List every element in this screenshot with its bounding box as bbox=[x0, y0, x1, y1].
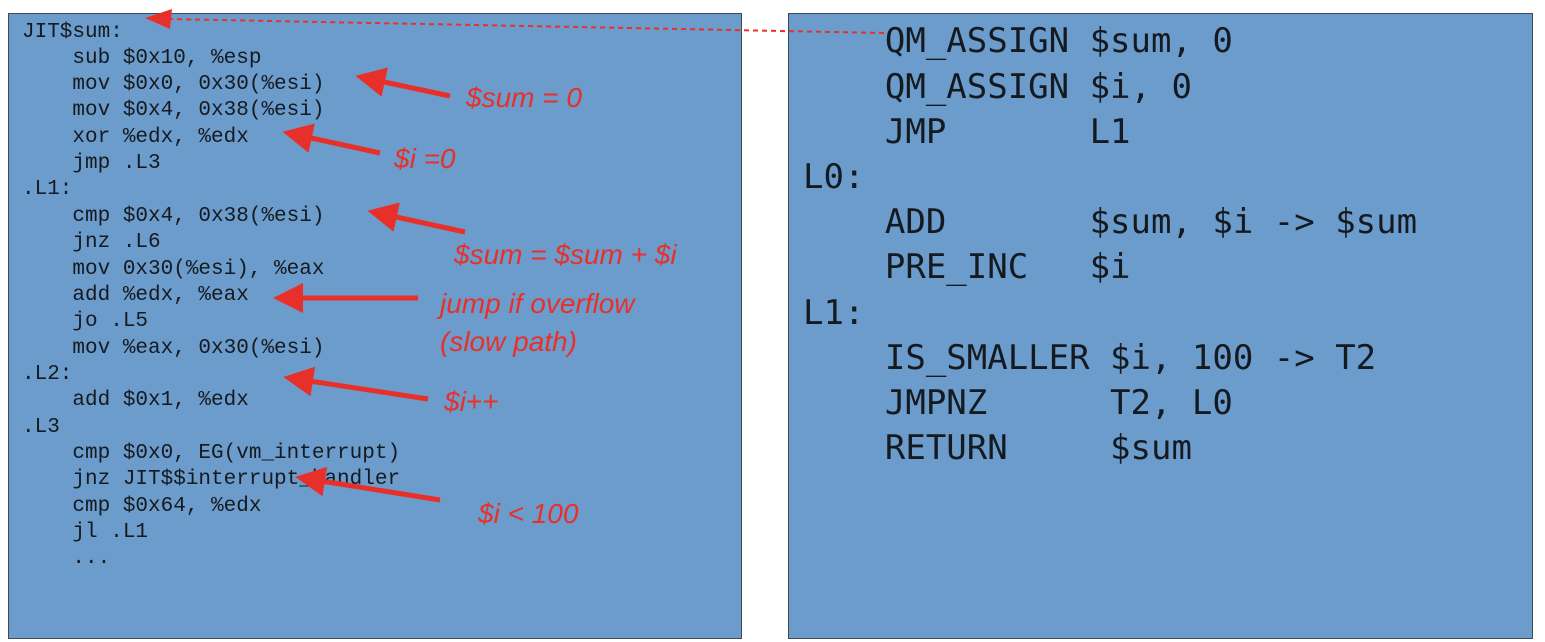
opcode-line: ADD $sum, $i -> $sum bbox=[803, 202, 1418, 242]
asm-line: mov 0x30(%esi), %eax bbox=[22, 258, 325, 281]
asm-line: JIT$sum: bbox=[22, 21, 123, 44]
jit-assembly-panel bbox=[8, 13, 742, 639]
opcode-line: IS_SMALLER $i, 100 -> T2 bbox=[803, 338, 1377, 378]
asm-line: jnz .L6 bbox=[22, 231, 161, 254]
asm-line: jnz JIT$$interrupt_handler bbox=[22, 468, 401, 491]
annotation-sum-add: $sum = $sum + $i bbox=[454, 239, 677, 270]
asm-line: mov %eax, 0x30(%esi) bbox=[22, 337, 325, 360]
asm-line: .L3 bbox=[22, 416, 60, 439]
opcode-label: L1: bbox=[803, 293, 865, 333]
annotation-i-cmp: $i < 100 bbox=[478, 498, 579, 529]
asm-line: sub $0x10, %esp bbox=[22, 47, 262, 70]
asm-line: cmp $0x4, 0x38(%esi) bbox=[22, 205, 325, 228]
asm-line: add %edx, %eax bbox=[22, 284, 249, 307]
opcode-line: QM_ASSIGN $sum, 0 bbox=[803, 21, 1233, 61]
annotation-sum-init: $sum = 0 bbox=[466, 82, 582, 113]
opcode-line: PRE_INC $i bbox=[803, 247, 1131, 287]
asm-line: jmp .L3 bbox=[22, 152, 161, 175]
annotation-i-inc: $i++ bbox=[444, 386, 499, 417]
asm-line: xor %edx, %edx bbox=[22, 126, 249, 149]
opcode-line: QM_ASSIGN $i, 0 bbox=[803, 67, 1192, 107]
asm-line: ... bbox=[22, 547, 111, 570]
annotation-i-init: $i =0 bbox=[394, 143, 456, 174]
php-opcodes-panel bbox=[788, 13, 1533, 639]
asm-line: mov $0x0, 0x30(%esi) bbox=[22, 73, 325, 96]
opcode-line: RETURN $sum bbox=[803, 428, 1192, 468]
asm-line: cmp $0x0, EG(vm_interrupt) bbox=[22, 442, 401, 465]
asm-line: jo .L5 bbox=[22, 310, 149, 333]
asm-line: .L1: bbox=[22, 178, 73, 201]
annotation-overflow: jump if overflow bbox=[440, 288, 635, 319]
opcode-label: L0: bbox=[803, 157, 865, 197]
asm-line: jl .L1 bbox=[22, 521, 149, 544]
asm-line: .L2: bbox=[22, 363, 73, 386]
asm-line: add $0x1, %edx bbox=[22, 389, 249, 412]
opcode-line: JMPNZ T2, L0 bbox=[803, 383, 1233, 423]
asm-line: mov $0x4, 0x38(%esi) bbox=[22, 99, 325, 122]
opcode-line: JMP L1 bbox=[803, 112, 1131, 152]
annotation-slow-path: (slow path) bbox=[440, 326, 577, 357]
asm-line: cmp $0x64, %edx bbox=[22, 495, 262, 518]
